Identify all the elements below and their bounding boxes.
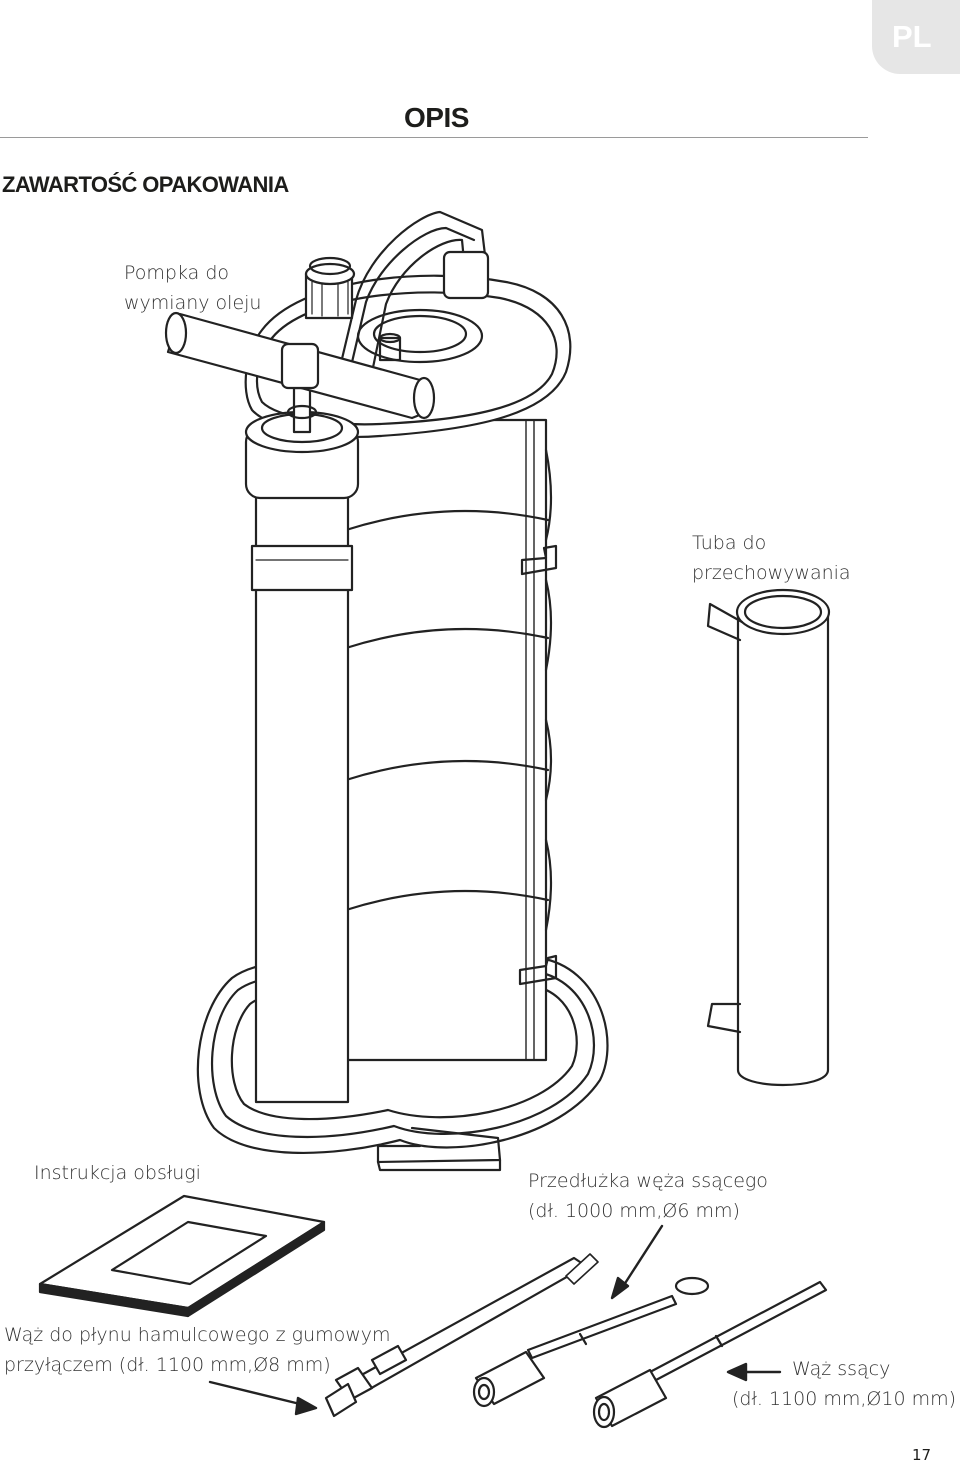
manual-label: Instrukcja obsługi bbox=[34, 1162, 201, 1184]
storage-tube-drawing bbox=[706, 588, 831, 1087]
header-divider bbox=[0, 137, 868, 138]
language-tab: PL bbox=[872, 0, 960, 74]
pointer-arrows bbox=[208, 1224, 782, 1416]
manual-drawing bbox=[38, 1194, 326, 1318]
page-number: 17 bbox=[912, 1446, 932, 1464]
brake-hose-drawing bbox=[324, 1253, 599, 1418]
oil-pump-drawing bbox=[164, 210, 609, 1172]
package-contents-heading: ZAWARTOŚĆ OPAKOWANIA bbox=[2, 172, 289, 197]
suction-hose-drawing bbox=[592, 1280, 828, 1429]
section-title: OPIS bbox=[404, 102, 469, 133]
extension-hose-label: Przedłużka węża ssącego(dł. 1000 mm,Ø6 m… bbox=[528, 1170, 768, 1222]
suction-hose-label: Wąż ssący(dł. 1100 mm,Ø10 mm) bbox=[732, 1358, 957, 1410]
extension-hose-drawing bbox=[472, 1276, 710, 1408]
